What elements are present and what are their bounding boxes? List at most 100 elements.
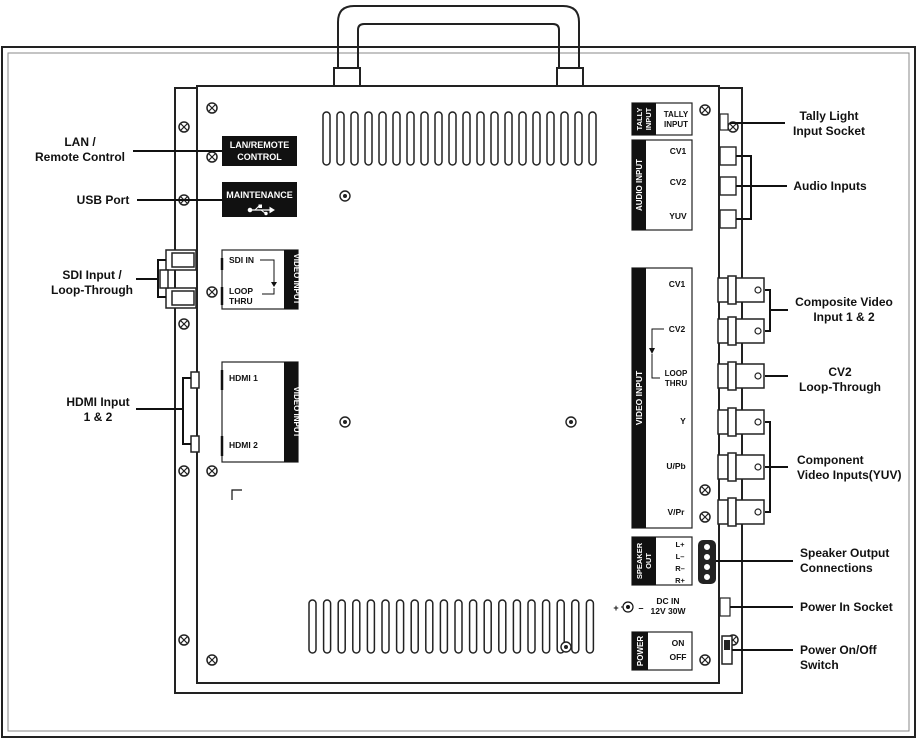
standoff-icon	[560, 641, 572, 653]
standoff-icon	[339, 416, 351, 428]
speaker-section-label-1: SPEAKER	[635, 542, 644, 579]
hdmi1-label: HDMI 1	[229, 373, 258, 383]
callout-speaker-line1: Speaker Output	[800, 546, 890, 560]
speaker-terminal-block	[698, 540, 716, 584]
component-port-pb: U/Pb	[666, 461, 685, 471]
callout-power-switch: Power On/Off Switch	[800, 643, 912, 673]
hdmi-section-label: VIDEO INPUT	[292, 386, 301, 437]
callout-sdi: SDI Input / Loop-Through	[42, 268, 142, 298]
vent-slot	[410, 599, 419, 654]
vent-slot	[556, 599, 565, 654]
inner-frame	[7, 52, 910, 732]
vent-slot	[337, 599, 346, 654]
callout-composite-line1: Composite Video	[795, 295, 893, 309]
vent-slot	[448, 111, 457, 166]
vent-slot	[571, 599, 580, 654]
dc-plus: +	[613, 603, 618, 613]
callout-hdmi: HDMI Input 1 & 2	[58, 395, 138, 425]
screw-icon	[178, 318, 190, 330]
dc-spec-label: 12V 30W	[651, 606, 687, 616]
component-port-pr: V/Pr	[667, 507, 685, 517]
sdi-loop-arrow	[260, 259, 275, 284]
vent-slot	[490, 111, 499, 166]
screw-icon	[206, 286, 218, 298]
power-section-label: POWER	[636, 636, 645, 666]
screw-icon	[178, 634, 190, 646]
vent-slot	[588, 111, 597, 166]
bnc-connector-icon	[717, 316, 765, 346]
tally-socket	[719, 113, 729, 131]
video-port-cv2: CV2	[669, 324, 686, 334]
vent-slot	[512, 599, 522, 654]
callout-composite-line2: Input 1 & 2	[813, 310, 875, 324]
power-on-label: ON	[672, 638, 685, 648]
vent-slot	[350, 111, 359, 166]
callout-component: Component Video Inputs(YUV)	[797, 453, 912, 483]
callout-cv2loop-line2: Loop-Through	[799, 380, 881, 394]
vent-slot	[381, 599, 390, 654]
callout-cv2loop: CV2 Loop-Through	[790, 365, 890, 395]
dc-in-label: DC IN	[656, 596, 679, 606]
video-loop-label-1: LOOP	[665, 369, 688, 378]
component-port-y: Y	[680, 416, 686, 426]
standoff-icon	[339, 190, 351, 202]
callout-power-in: Power In Socket	[800, 600, 912, 615]
screw-icon	[699, 484, 711, 496]
callout-lines	[133, 122, 793, 651]
vent-slot	[498, 599, 507, 654]
maintenance-label: MAINTENANCE	[226, 190, 293, 200]
callout-tally-line2: Input Socket	[792, 124, 865, 138]
audio-port-cv2: CV2	[670, 177, 687, 187]
hdmi2-label: HDMI 2	[229, 440, 258, 450]
vent-slot	[420, 111, 429, 166]
callout-power-switch-line1: Power On/Off	[800, 643, 877, 657]
vent-slots-top	[322, 111, 597, 166]
vent-slot	[574, 111, 583, 166]
vent-slot	[336, 111, 345, 166]
callout-lan-line2: Remote Control	[35, 150, 125, 164]
callout-cv2loop-line1: CV2	[828, 365, 852, 379]
screw-icon	[699, 104, 711, 116]
hdmi-section-bar	[284, 362, 298, 462]
callout-lan: LAN / Remote Control	[30, 135, 130, 165]
vent-slot	[439, 599, 449, 654]
bnc-connector-icon	[717, 497, 765, 527]
vent-slot	[546, 111, 555, 166]
screw-icon	[178, 121, 190, 133]
callout-tally: Tally Light Input Socket	[784, 109, 874, 139]
vent-slot	[468, 599, 478, 654]
vent-slot	[585, 599, 595, 654]
sdi-section-label: VIDEO INPUT	[292, 253, 301, 304]
corner-mark	[231, 489, 242, 500]
callout-speaker-line2: Connections	[800, 561, 873, 575]
vent-slot	[476, 111, 485, 166]
callout-sdi-line2: Loop-Through	[51, 283, 133, 297]
speaker-port-rminus: R–	[675, 564, 685, 573]
vent-slot	[406, 111, 415, 166]
video-loop-arrow	[651, 328, 664, 350]
vent-slot	[532, 111, 541, 166]
power-switch	[721, 635, 733, 665]
screw-icon	[727, 121, 739, 133]
speaker-section-label-2: OUT	[644, 553, 653, 569]
vent-slot	[308, 599, 317, 654]
sdi-connectors	[159, 249, 197, 309]
lan-label-line2: CONTROL	[237, 152, 282, 162]
screw-icon	[206, 465, 218, 477]
video-section-label: VIDEO INPUT	[634, 370, 644, 425]
bnc-connectors	[717, 275, 765, 527]
callout-hdmi-line2: 1 & 2	[83, 410, 113, 424]
usb-icon	[247, 204, 275, 216]
callout-usb-line1: USB Port	[76, 193, 130, 207]
vent-slot	[366, 599, 376, 654]
callout-hdmi-line1: HDMI Input	[66, 395, 130, 409]
vent-slot	[395, 599, 405, 654]
tally-label-1: TALLY	[664, 110, 689, 119]
carry-handle	[333, 5, 584, 91]
power-in-socket	[719, 597, 731, 617]
tally-section-label-1: TALLY	[635, 108, 644, 131]
vent-slots-bottom	[308, 599, 595, 654]
sdi-in-label: SDI IN	[229, 255, 254, 265]
speaker-port-rplus: R+	[675, 576, 685, 585]
